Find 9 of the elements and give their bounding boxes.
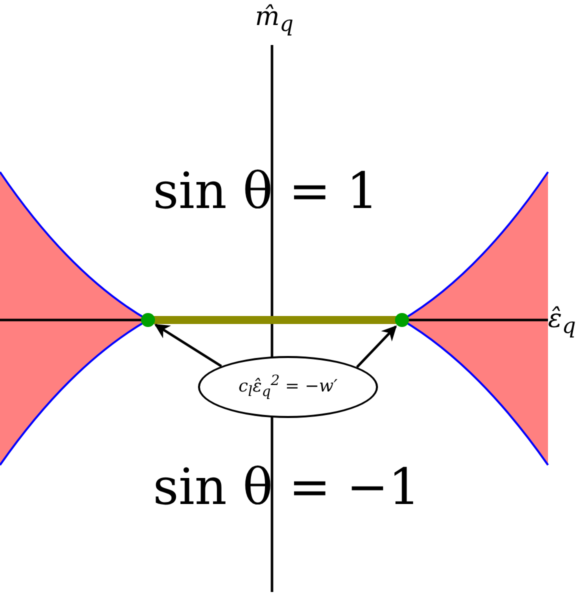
point-marker [141, 313, 155, 327]
region-label: sin θ = −1 [153, 462, 420, 512]
equation-label: c$_{l}$ε̂$_{q}$$^{2}$ = −w′ [238, 373, 338, 401]
arrow [356, 325, 397, 368]
arrow [154, 324, 222, 368]
axis-label: m̂$_{q}$ [255, 4, 294, 36]
point-marker [395, 313, 409, 327]
region-label: sin θ = 1 [153, 166, 378, 216]
axis-label: ε̂$_{q}$ [548, 306, 576, 338]
